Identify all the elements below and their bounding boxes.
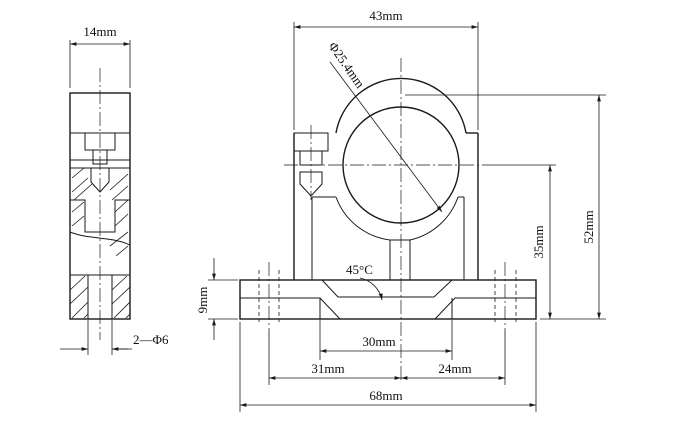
hatch-section-base <box>69 275 131 319</box>
label-top-width: 43mm <box>369 8 402 23</box>
slot-chamfer <box>321 279 453 298</box>
clamp-lower-left <box>335 196 391 280</box>
label-side-width: 14mm <box>83 24 116 39</box>
clamp-screw-tip <box>299 171 323 197</box>
label-base-height: 9mm <box>195 287 210 314</box>
clamp-lower-right <box>409 196 459 280</box>
label-center-height: 35mm <box>531 225 546 258</box>
label-hole-note: 2—Φ6 <box>133 332 169 347</box>
front-view: Φ25.4mm 43mm 52mm 35mm 9mm 45°C 30mm <box>195 8 606 412</box>
base-plate <box>239 279 537 320</box>
hatch-section-mid <box>69 167 131 257</box>
label-slot-width: 30mm <box>362 334 395 349</box>
base-inner <box>240 297 341 320</box>
side-view: 14mm 2—Φ6 <box>60 24 169 355</box>
label-angle: 45°C <box>346 262 373 277</box>
label-right-offset: 24mm <box>438 361 471 376</box>
label-total-height: 52mm <box>581 210 596 243</box>
clamp-outer-arc <box>335 77 467 134</box>
label-left-offset: 31mm <box>311 361 344 376</box>
dim-bore-diameter <box>329 61 443 213</box>
base-inner <box>434 297 536 320</box>
label-base-width: 68mm <box>369 388 402 403</box>
dim-angle-arc <box>359 277 383 301</box>
